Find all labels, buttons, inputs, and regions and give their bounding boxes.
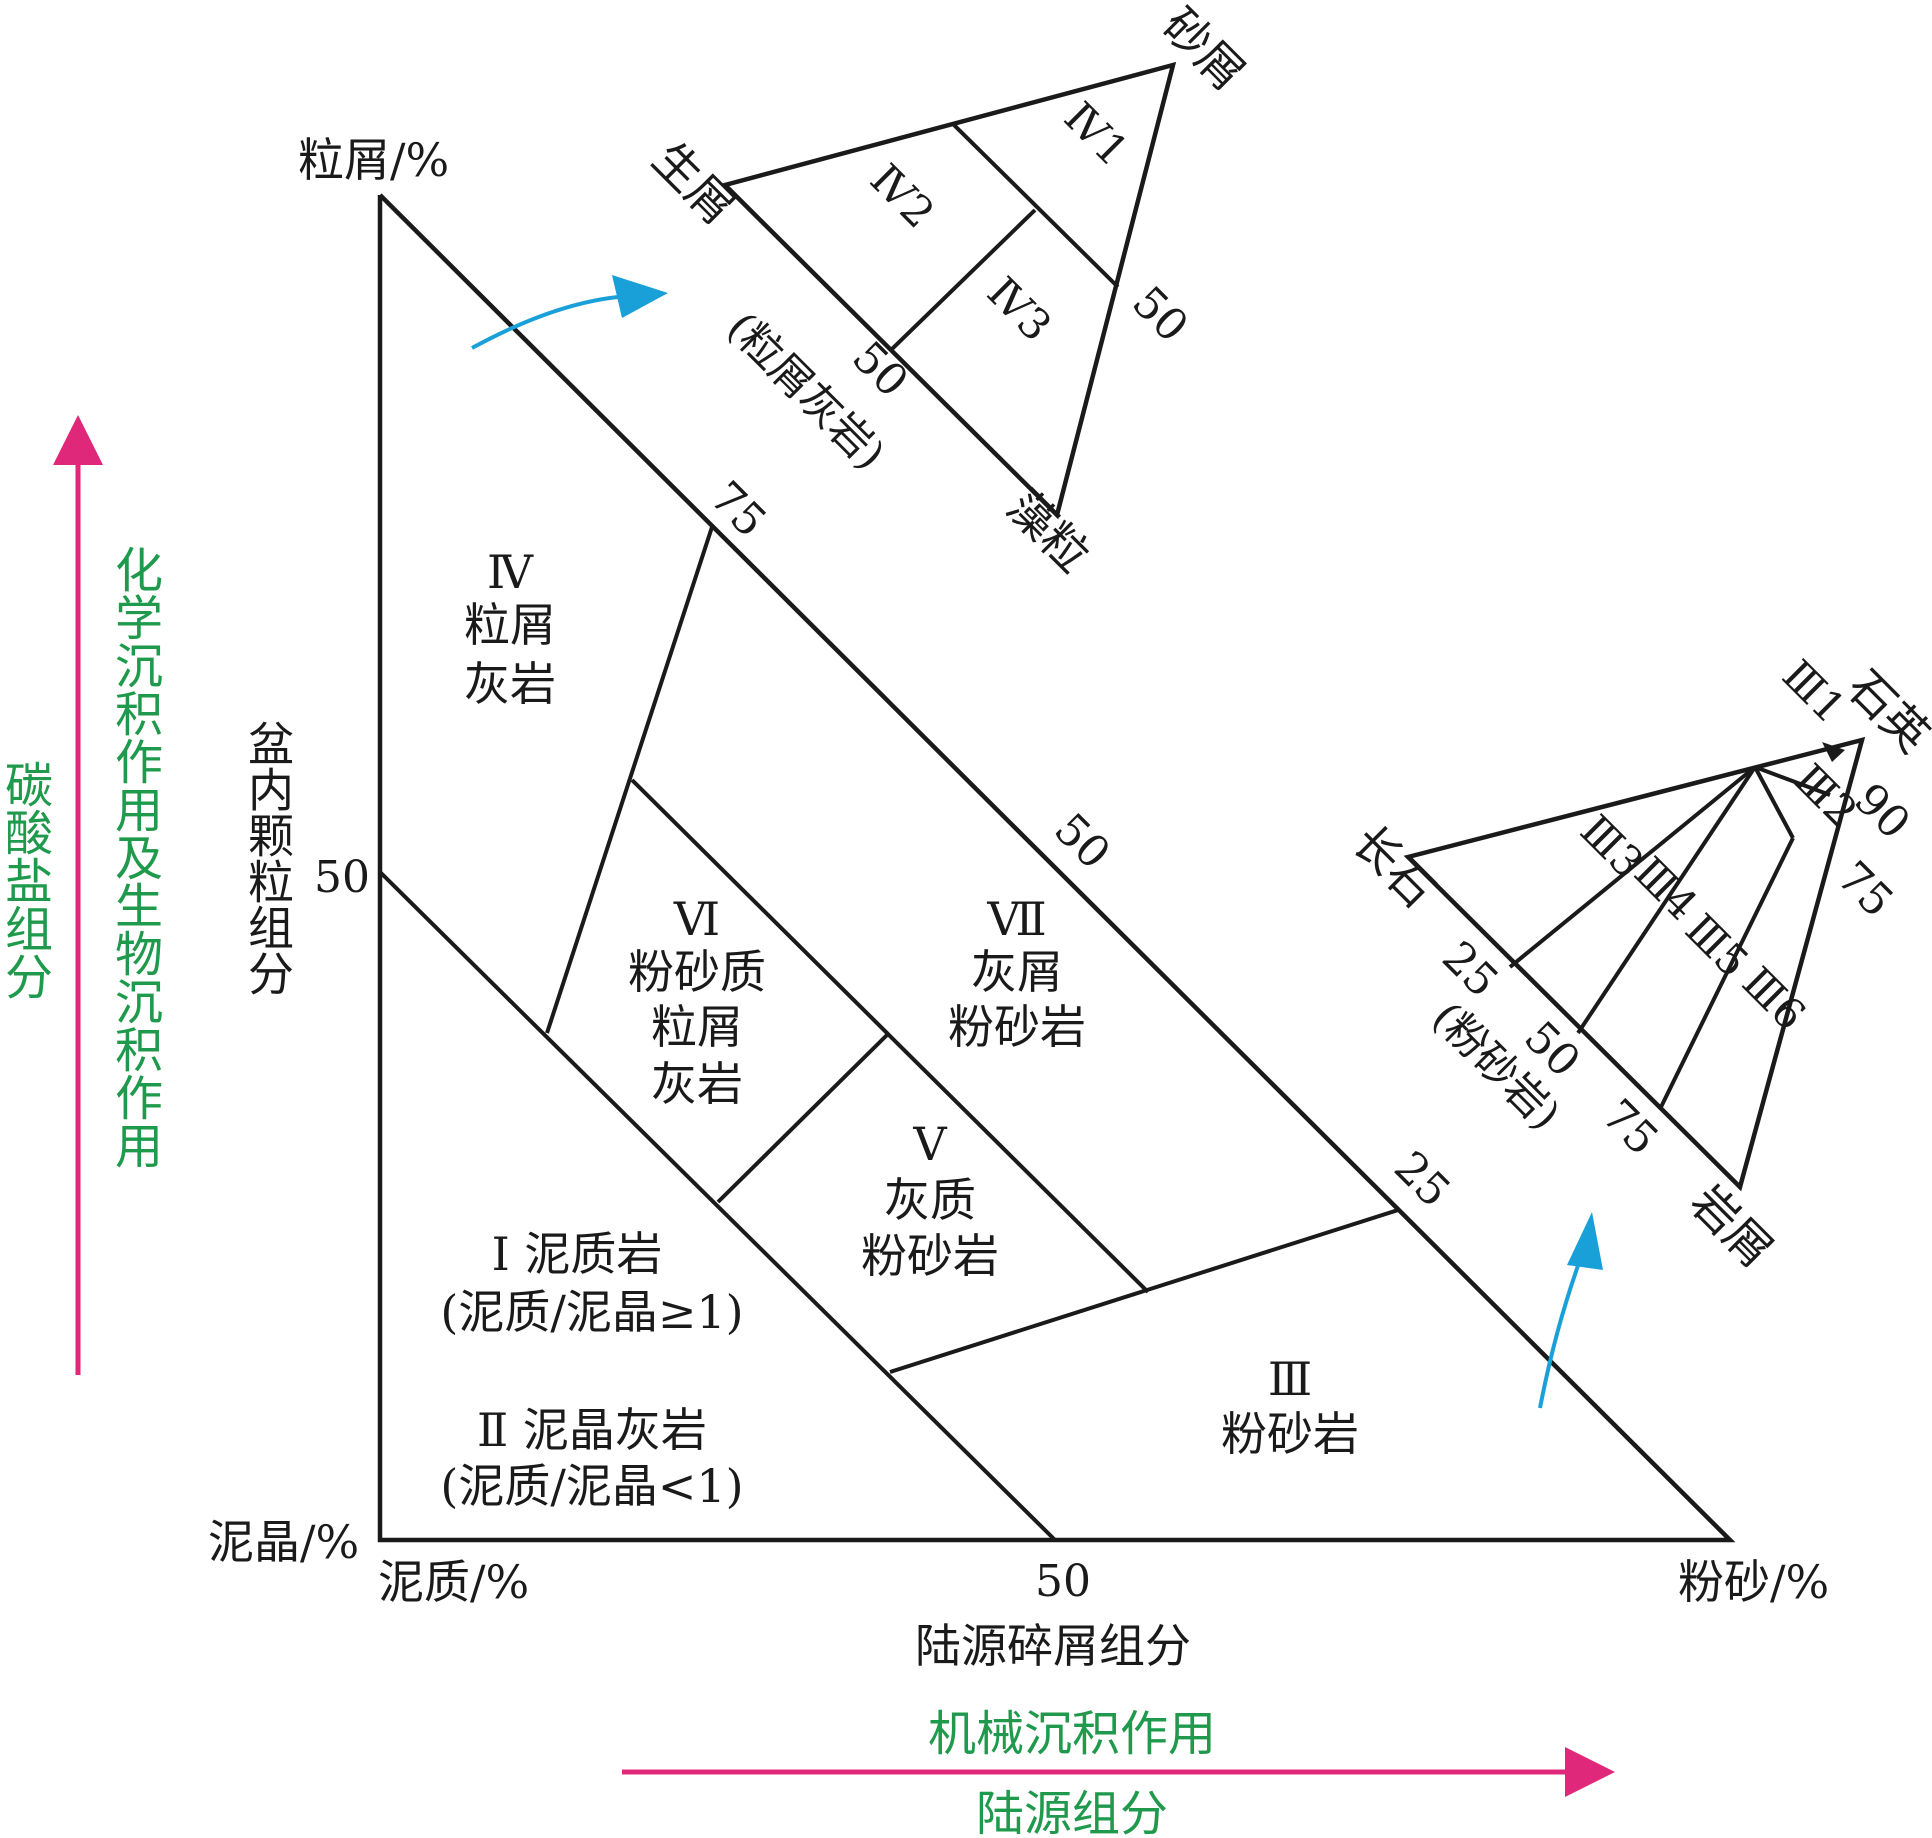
grain-inner-line-2	[888, 208, 1037, 353]
grain-inner-line-1	[951, 122, 1120, 289]
region-IV-line-1: Ⅳ	[487, 545, 534, 599]
line-75-boundary	[545, 526, 714, 1034]
region-VII: Ⅶ 灰屑 粉砂岩	[948, 892, 1086, 1054]
line-25-boundary	[889, 1208, 1399, 1374]
region-V-line-3: 粉砂岩	[861, 1229, 999, 1283]
grain-vertex-bottom: 藻粒	[997, 480, 1100, 583]
region-V-line-2: 灰质	[884, 1173, 976, 1227]
x-axis-label: 陆源碎屑组分	[915, 1619, 1191, 1673]
sub-triangle-silt	[1403, 736, 1866, 1192]
line-vi-vii-boundary	[630, 778, 1150, 1294]
region-III: Ⅲ 粉砂岩	[1221, 1352, 1359, 1461]
region-II-line-1: Ⅱ 泥晶灰岩	[477, 1403, 707, 1457]
region-III-line-1: Ⅲ	[1268, 1352, 1312, 1406]
grain-vertex-left: 生屑	[642, 132, 745, 235]
silt-line-III2	[1753, 766, 1795, 839]
region-III-line-2: 粉砂岩	[1221, 1407, 1359, 1461]
silt-zone-III1: Ⅲ1	[1773, 650, 1855, 732]
region-VII-line-2: 灰屑	[971, 945, 1063, 999]
corner-top-label: 粒屑/%	[298, 133, 449, 187]
silt-vertex-top: 石英	[1837, 660, 1932, 763]
grain-zone-IV3: Ⅳ3	[978, 267, 1061, 350]
region-VI-line-1: Ⅵ	[673, 892, 720, 946]
region-VI-line-2: 粉砂质	[628, 945, 766, 999]
sub-triangle-grain	[720, 61, 1177, 520]
corner-bottom-left-label: 泥晶/%	[208, 1515, 359, 1569]
region-VII-line-3: 粉砂岩	[948, 1000, 1086, 1054]
silt-triangle-outline	[1403, 736, 1866, 1192]
y-axis-label: 盆内颗粒组分	[241, 720, 295, 996]
line-50-diagonal	[378, 870, 1057, 1542]
region-I-line-1: Ⅰ 泥质岩	[492, 1227, 663, 1281]
silt-line-III4	[1576, 765, 1757, 1035]
corner-right-label: 粉砂/%	[1678, 1555, 1829, 1609]
region-II-line-2: (泥质/泥晶<1)	[440, 1459, 743, 1513]
tick-x-50: 50	[1035, 1556, 1091, 1607]
region-V-line-1: Ⅴ	[912, 1117, 947, 1171]
blue-arrow-to-silt	[1538, 1212, 1603, 1409]
green-horizontal-top: 机械沉积作用	[928, 1706, 1216, 1762]
silt-line-III3	[1508, 765, 1757, 969]
line-vi-v-boundary	[716, 1032, 890, 1204]
corner-origin-label: 泥质/%	[378, 1555, 529, 1609]
main-triangle	[377, 193, 1736, 1543]
silt-line-III5	[1659, 837, 1795, 1108]
blue-arrow-to-grain	[471, 275, 668, 350]
region-IV-line-2: 粒屑	[464, 598, 556, 652]
silt-zone-III5: Ⅲ5	[1676, 904, 1758, 986]
silt-tick-right-90: 90	[1844, 774, 1920, 850]
green-vertical-label-2: 碳酸盐组分	[0, 760, 52, 1000]
region-VII-line-1: Ⅶ	[986, 892, 1046, 946]
silt-top-arrowhead	[1822, 742, 1845, 762]
grain-tick-right-50: 50	[1122, 277, 1198, 353]
region-IV-line-3: 灰岩	[464, 657, 556, 711]
region-V: Ⅴ 灰质 粉砂岩	[861, 1117, 999, 1283]
region-IV: Ⅳ 粒屑 灰岩	[464, 545, 556, 711]
silt-line-III1	[1754, 765, 1831, 797]
silt-zone-III6: Ⅲ6	[1733, 957, 1815, 1039]
region-VI-line-3: 粒屑	[651, 1000, 743, 1054]
tick-diag-75: 75	[700, 472, 776, 548]
region-VI: Ⅵ 粉砂质 粒屑 灰岩	[628, 892, 766, 1111]
region-II: Ⅱ 泥晶灰岩 (泥质/泥晶<1)	[440, 1403, 743, 1513]
tick-y-50: 50	[314, 852, 370, 903]
grain-zone-IV2: Ⅳ2	[861, 154, 944, 237]
silt-vertex-left: 长石	[1342, 815, 1445, 918]
grain-zone-IV1: Ⅳ1	[1055, 92, 1138, 175]
green-vertical-label-1: 化学沉积作用及生物沉积作用	[106, 545, 162, 1169]
green-horizontal-bottom: 陆源组分	[976, 1786, 1168, 1838]
silt-tick-right-75: 75	[1827, 852, 1903, 928]
region-I-line-2: (泥质/泥晶≥1)	[440, 1285, 743, 1339]
region-I: Ⅰ 泥质岩 (泥质/泥晶≥1)	[440, 1227, 743, 1339]
region-VI-line-4: 灰岩	[651, 1057, 743, 1111]
silt-vertex-bottom: 岩屑	[1680, 1175, 1783, 1278]
grain-tick-left-50: 50	[842, 332, 918, 408]
